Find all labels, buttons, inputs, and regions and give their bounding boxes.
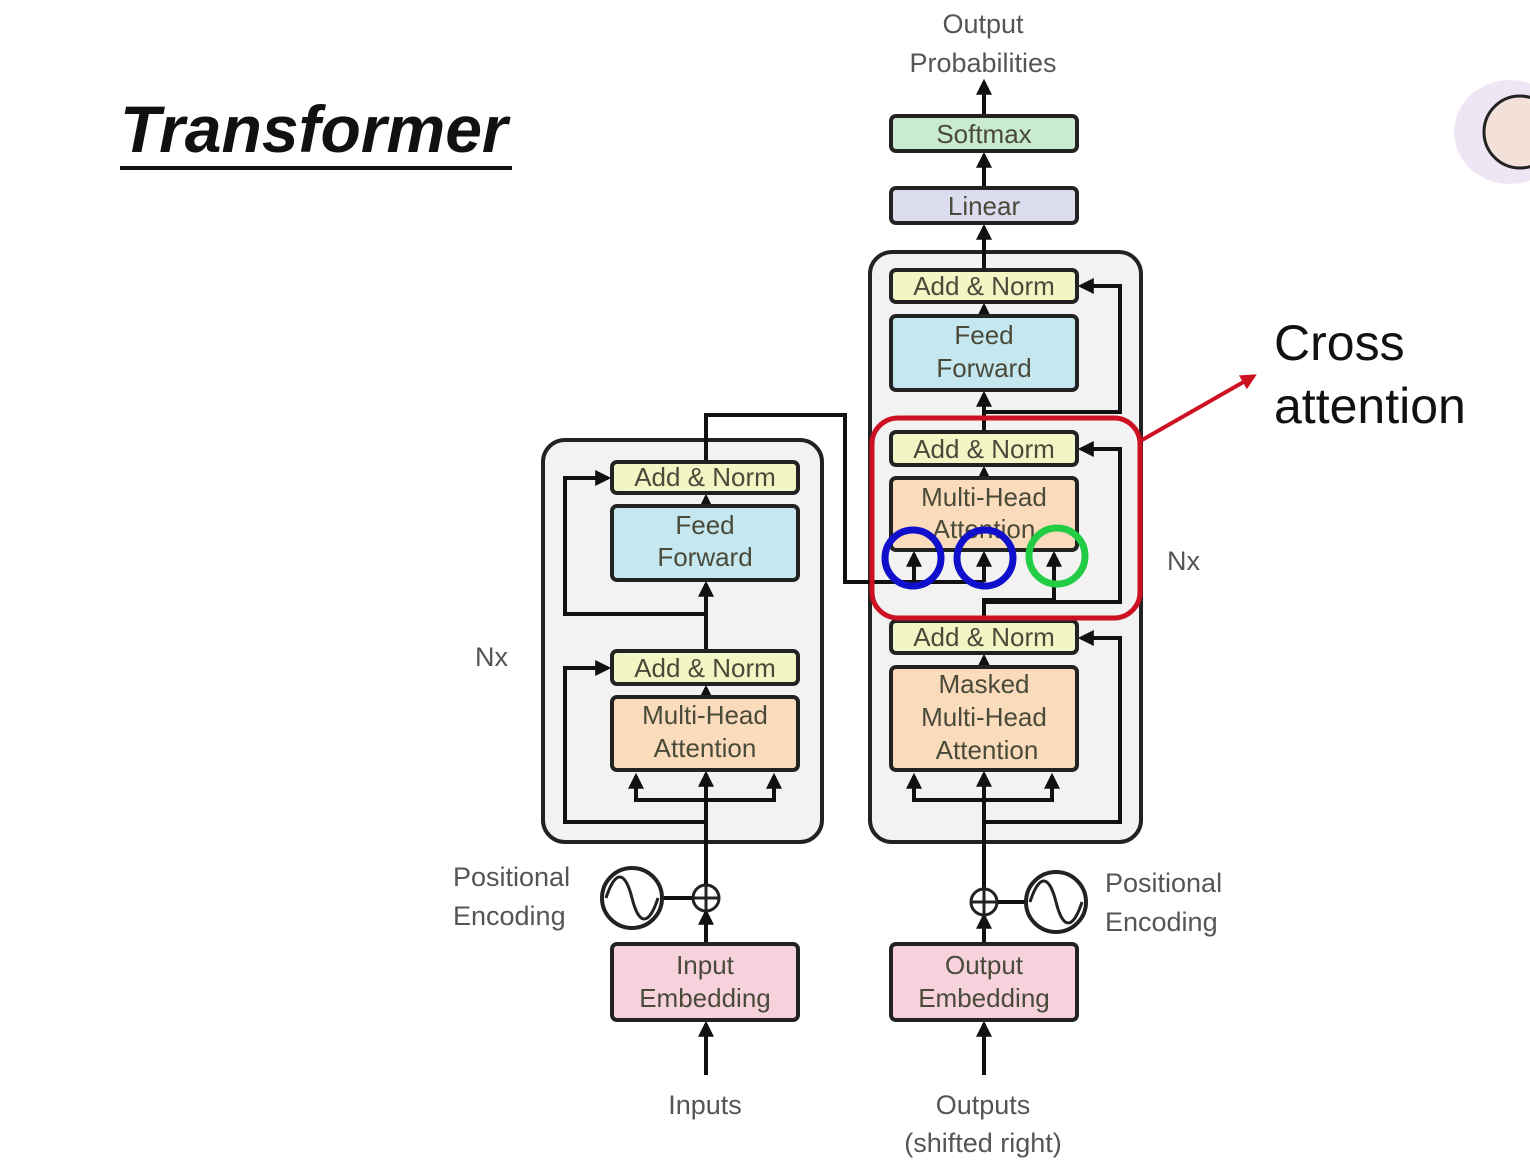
encoder-block	[541, 438, 824, 844]
decoder-nx-label: Nx	[1167, 546, 1200, 576]
decoder-cross-attention: Multi-Head Attention	[889, 476, 1079, 552]
inputs-label: Inputs	[668, 1090, 742, 1120]
key-highlight-circle	[953, 526, 1017, 590]
decoder-positional-label-1: Positional	[1105, 868, 1222, 898]
cross-label-line2: attention	[1274, 378, 1466, 434]
svg-text:Forward: Forward	[657, 542, 752, 572]
svg-text:Output: Output	[945, 950, 1024, 980]
decoder-add-norm-mid: Add & Norm	[889, 430, 1079, 467]
svg-text:Feed: Feed	[675, 510, 734, 540]
encoder-positional-label-2: Encoding	[453, 901, 566, 931]
svg-text:Add & Norm: Add & Norm	[913, 622, 1055, 652]
presenter-avatar	[1454, 80, 1530, 184]
svg-text:Add & Norm: Add & Norm	[913, 271, 1055, 301]
query-highlight-circle	[881, 526, 945, 590]
encoder-add-icon	[691, 883, 721, 913]
input-embedding: Input Embedding	[610, 942, 800, 1022]
slide-title: Transformer	[120, 92, 512, 170]
outputs-label-1: Outputs	[936, 1090, 1031, 1120]
svg-text:Input: Input	[676, 950, 735, 980]
output-probabilities-label-2: Probabilities	[909, 48, 1056, 78]
svg-text:Linear: Linear	[948, 191, 1021, 221]
decoder-add-norm-top: Add & Norm	[889, 268, 1079, 304]
encoder-multi-head-attention: Multi-Head Attention	[610, 695, 800, 772]
decoder-positional-label-2: Encoding	[1105, 907, 1218, 937]
svg-text:Softmax: Softmax	[936, 119, 1031, 149]
svg-text:Embedding: Embedding	[918, 983, 1050, 1013]
cross-attention-label: Cross attention	[1274, 312, 1466, 438]
svg-text:Add & Norm: Add & Norm	[634, 462, 776, 492]
svg-text:Multi-Head: Multi-Head	[921, 482, 1047, 512]
value-highlight-circle	[1025, 524, 1089, 588]
linear-box: Linear	[889, 186, 1079, 225]
cross-attention-arrow	[1141, 374, 1257, 442]
encoder-connections	[563, 413, 992, 1075]
decoder-positional-encoding-icon	[1024, 870, 1088, 934]
cross-attention-highlight	[869, 415, 1143, 621]
softmax-box: Softmax	[889, 114, 1079, 153]
encoder-positional-label-1: Positional	[453, 862, 570, 892]
svg-text:Multi-Head: Multi-Head	[642, 700, 768, 730]
decoder-add-norm-bottom: Add & Norm	[889, 619, 1079, 655]
svg-text:Attention: Attention	[936, 735, 1039, 765]
decoder-feed-forward: Feed Forward	[889, 314, 1079, 392]
output-probabilities-label-1: Output	[942, 9, 1024, 39]
svg-text:Embedding: Embedding	[639, 983, 771, 1013]
encoder-nx-label: Nx	[475, 642, 508, 672]
decoder-add-icon	[969, 887, 999, 917]
encoder-feed-forward: Feed Forward	[610, 504, 800, 582]
svg-text:Masked: Masked	[938, 669, 1029, 699]
decoder-masked-attention: Masked Multi-Head Attention	[889, 665, 1079, 772]
outputs-label-2: (shifted right)	[904, 1128, 1062, 1158]
encoder-add-norm-top: Add & Norm	[610, 460, 800, 495]
svg-text:Feed: Feed	[954, 320, 1013, 350]
svg-text:Add & Norm: Add & Norm	[634, 653, 776, 683]
output-embedding: Output Embedding	[889, 942, 1079, 1022]
svg-text:Forward: Forward	[936, 353, 1031, 383]
encoder-positional-encoding-icon	[600, 866, 664, 930]
svg-text:Add & Norm: Add & Norm	[913, 434, 1055, 464]
svg-text:Attention: Attention	[654, 733, 757, 763]
svg-text:Multi-Head: Multi-Head	[921, 702, 1047, 732]
cross-label-line1: Cross	[1274, 315, 1405, 371]
encoder-add-norm-bottom: Add & Norm	[610, 649, 800, 686]
